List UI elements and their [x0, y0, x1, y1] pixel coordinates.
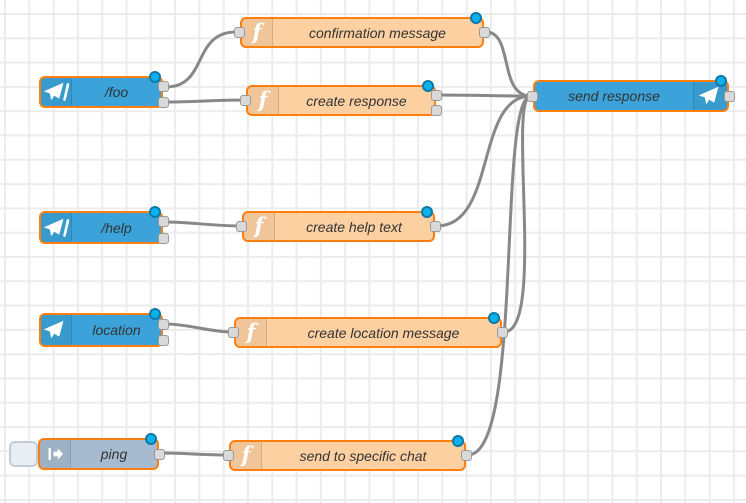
changed-indicator: [145, 433, 157, 445]
changed-indicator: [470, 12, 482, 24]
node-help[interactable]: /help: [39, 206, 169, 244]
output-port-confirmation-message-1[interactable]: [479, 27, 490, 38]
function-icon: f: [242, 19, 273, 46]
wire-create-response:1-to-send-response[interactable]: [436, 93, 533, 98]
input-port-confirmation-message[interactable]: [234, 27, 245, 38]
inject-button-ping[interactable]: [9, 441, 38, 467]
output-port-create-response-2[interactable]: [431, 104, 442, 116]
output-port-ping-1[interactable]: [154, 448, 165, 460]
wire-foo:1-to-confirmation-message[interactable]: [164, 30, 238, 89]
function-icon: f: [248, 87, 279, 114]
node-send-response[interactable]: send response: [527, 75, 735, 112]
node-create-location-message[interactable]: f create location message: [228, 312, 508, 348]
node-label-send-response: send response: [568, 88, 660, 104]
node-label-foo: /foo: [104, 84, 129, 100]
node-label-help: /help: [101, 219, 132, 236]
changed-indicator: [488, 312, 500, 324]
node-confirmation-message[interactable]: f confirmation message: [234, 12, 490, 48]
wire-foo:2-to-create-response[interactable]: [164, 98, 246, 104]
output-port-create-response-1[interactable]: [431, 89, 442, 101]
paper-plane-icon: [41, 315, 72, 345]
node-label-ping: ping: [100, 446, 128, 462]
node-location[interactable]: location: [39, 308, 169, 347]
output-port-send-response-1[interactable]: [724, 90, 735, 102]
changed-indicator: [149, 71, 161, 83]
wire-create-help-text:1-to-send-response[interactable]: [435, 94, 533, 228]
node-create-help-text[interactable]: f create help text: [236, 206, 441, 242]
output-port-create-help-text-1[interactable]: [430, 221, 441, 232]
output-port-foo-2[interactable]: [158, 96, 169, 108]
output-port-location-1[interactable]: [158, 318, 169, 330]
paper-plane-slash-icon: [41, 213, 72, 242]
function-icon: f: [231, 442, 262, 469]
node-foo[interactable]: /foo: [39, 71, 169, 108]
function-icon: f: [244, 213, 275, 240]
wire-confirmation-message:1-to-send-response[interactable]: [484, 30, 533, 98]
node-ping[interactable]: ping: [38, 433, 165, 470]
wire-location:1-to-create-location-message[interactable]: [164, 322, 234, 334]
node-label-create-help-text: create help text: [306, 218, 402, 235]
output-port-help-2[interactable]: [158, 232, 169, 244]
changed-indicator: [149, 308, 161, 320]
input-port-create-response[interactable]: [240, 95, 251, 106]
node-label-confirmation-message: confirmation message: [309, 24, 446, 41]
output-port-help-1[interactable]: [158, 216, 169, 228]
node-label-create-location-message: create location message: [307, 324, 460, 341]
node-label-create-response: create response: [306, 92, 407, 109]
input-port-create-help-text[interactable]: [236, 221, 247, 232]
wire-help:1-to-create-help-text[interactable]: [164, 220, 242, 228]
changed-indicator: [715, 75, 727, 87]
node-label-location: location: [92, 322, 141, 338]
function-icon: f: [236, 319, 267, 346]
wire-send-to-specific-chat:1-to-send-response[interactable]: [466, 94, 533, 457]
input-port-send-response[interactable]: [527, 90, 538, 102]
output-port-create-location-message-1[interactable]: [497, 327, 508, 338]
node-label-send-to-specific-chat: send to specific chat: [299, 447, 427, 464]
node-create-response[interactable]: f create response: [240, 80, 442, 116]
node-send-to-specific-chat[interactable]: f send to specific chat: [223, 435, 472, 471]
output-port-send-to-specific-chat-1[interactable]: [461, 450, 472, 461]
changed-indicator: [422, 80, 434, 92]
wire-create-location-message:1-to-send-response[interactable]: [502, 94, 533, 334]
input-port-send-to-specific-chat[interactable]: [223, 450, 234, 461]
changed-indicator: [421, 206, 433, 218]
inject-arrow-icon: [40, 440, 71, 468]
input-port-create-location-message[interactable]: [228, 327, 239, 338]
changed-indicator: [149, 206, 161, 218]
output-port-foo-1[interactable]: [158, 81, 169, 93]
output-port-location-2[interactable]: [158, 335, 169, 347]
paper-plane-slash-icon: [41, 78, 72, 106]
changed-indicator: [452, 435, 464, 447]
wire-ping:1-to-send-to-specific-chat[interactable]: [159, 451, 229, 457]
